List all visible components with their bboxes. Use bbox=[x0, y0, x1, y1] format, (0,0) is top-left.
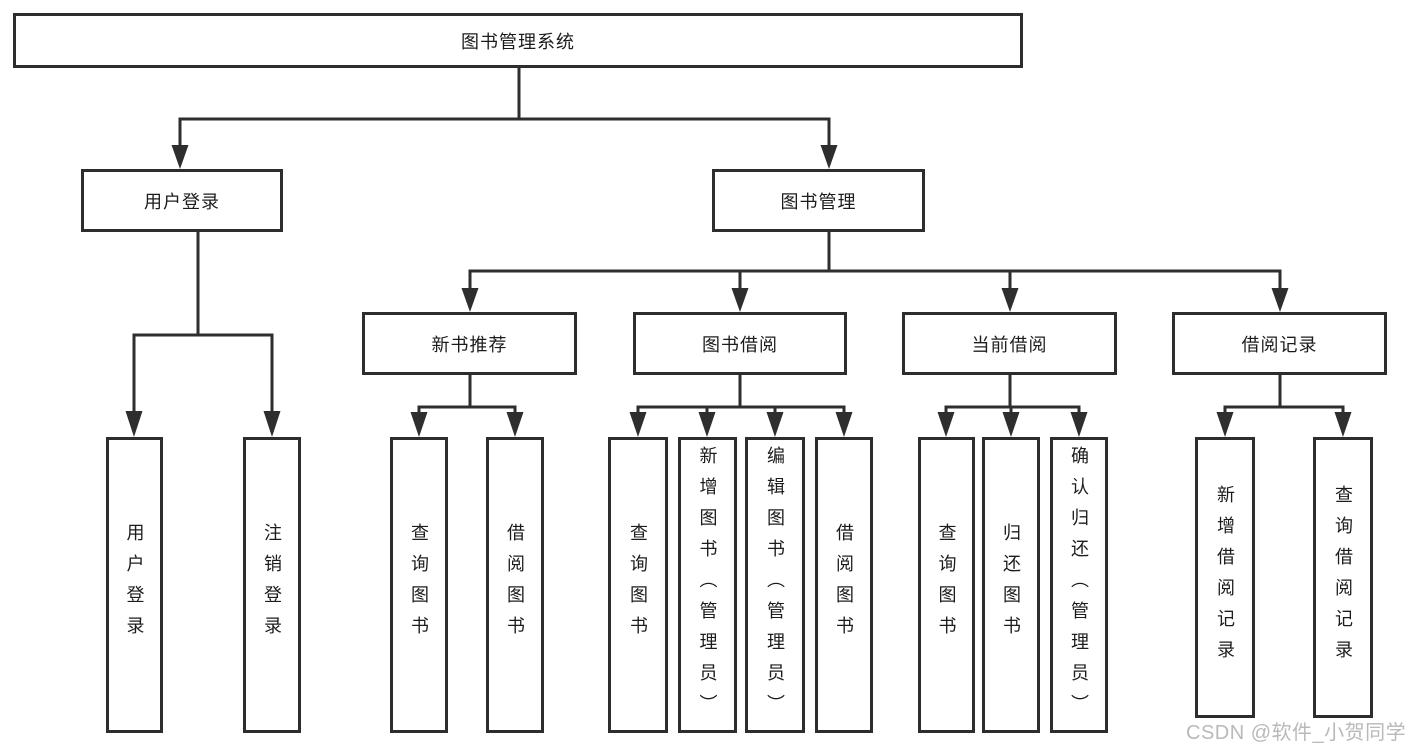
leaf-label: 确认归还（管理员） bbox=[1069, 445, 1089, 725]
node-leaf-add-borrow-record: 新增借阅记录 bbox=[1195, 437, 1255, 718]
node-root-library-system: 图书管理系统 bbox=[13, 13, 1023, 68]
leaf-label: 用户登录 bbox=[124, 523, 145, 647]
leaf-label: 借阅图书 bbox=[505, 523, 525, 647]
leaf-label: 查询图书 bbox=[409, 523, 429, 647]
arrowhead-icons bbox=[125, 145, 1352, 437]
leaf-label: 归还图书 bbox=[1001, 523, 1021, 647]
leaf-label: 查询图书 bbox=[628, 523, 648, 647]
node-new-book-recommend: 新书推荐 bbox=[362, 312, 577, 375]
csdn-watermark: CSDN @软件_小贺同学 bbox=[1186, 722, 1405, 744]
node-leaf-confirm-return-admin: 确认归还（管理员） bbox=[1050, 437, 1108, 733]
node-leaf-edit-books-admin: 编辑图书（管理员） bbox=[745, 437, 805, 733]
node-leaf-borrow-books-recommend: 借阅图书 bbox=[486, 437, 544, 733]
node-leaf-logout: 注销登录 bbox=[243, 437, 301, 733]
node-leaf-return-books: 归还图书 bbox=[982, 437, 1040, 733]
node-borrowing-records: 借阅记录 bbox=[1172, 312, 1387, 375]
leaf-label: 新增借阅记录 bbox=[1215, 484, 1235, 671]
leaf-label: 编辑图书（管理员） bbox=[765, 445, 785, 725]
node-current-borrowing: 当前借阅 bbox=[902, 312, 1117, 375]
node-leaf-user-login: 用户登录 bbox=[106, 437, 163, 733]
node-leaf-query-books-recommend: 查询图书 bbox=[390, 437, 448, 733]
leaf-label: 注销登录 bbox=[262, 523, 282, 647]
node-book-borrowing: 图书借阅 bbox=[633, 312, 847, 375]
node-leaf-query-borrow-record: 查询借阅记录 bbox=[1313, 437, 1373, 718]
leaf-label: 新增图书（管理员） bbox=[697, 445, 718, 725]
node-book-management: 图书管理 bbox=[712, 169, 925, 232]
node-leaf-borrow-books-borrowing: 借阅图书 bbox=[815, 437, 873, 733]
node-leaf-query-books-current: 查询图书 bbox=[918, 437, 975, 733]
leaf-label: 借阅图书 bbox=[834, 523, 854, 647]
node-leaf-query-books-borrowing: 查询图书 bbox=[608, 437, 668, 733]
leaf-label: 查询图书 bbox=[936, 523, 957, 647]
node-leaf-add-books-admin: 新增图书（管理员） bbox=[678, 437, 737, 733]
node-user-login-group: 用户登录 bbox=[81, 169, 283, 232]
leaf-label: 查询借阅记录 bbox=[1333, 484, 1353, 671]
